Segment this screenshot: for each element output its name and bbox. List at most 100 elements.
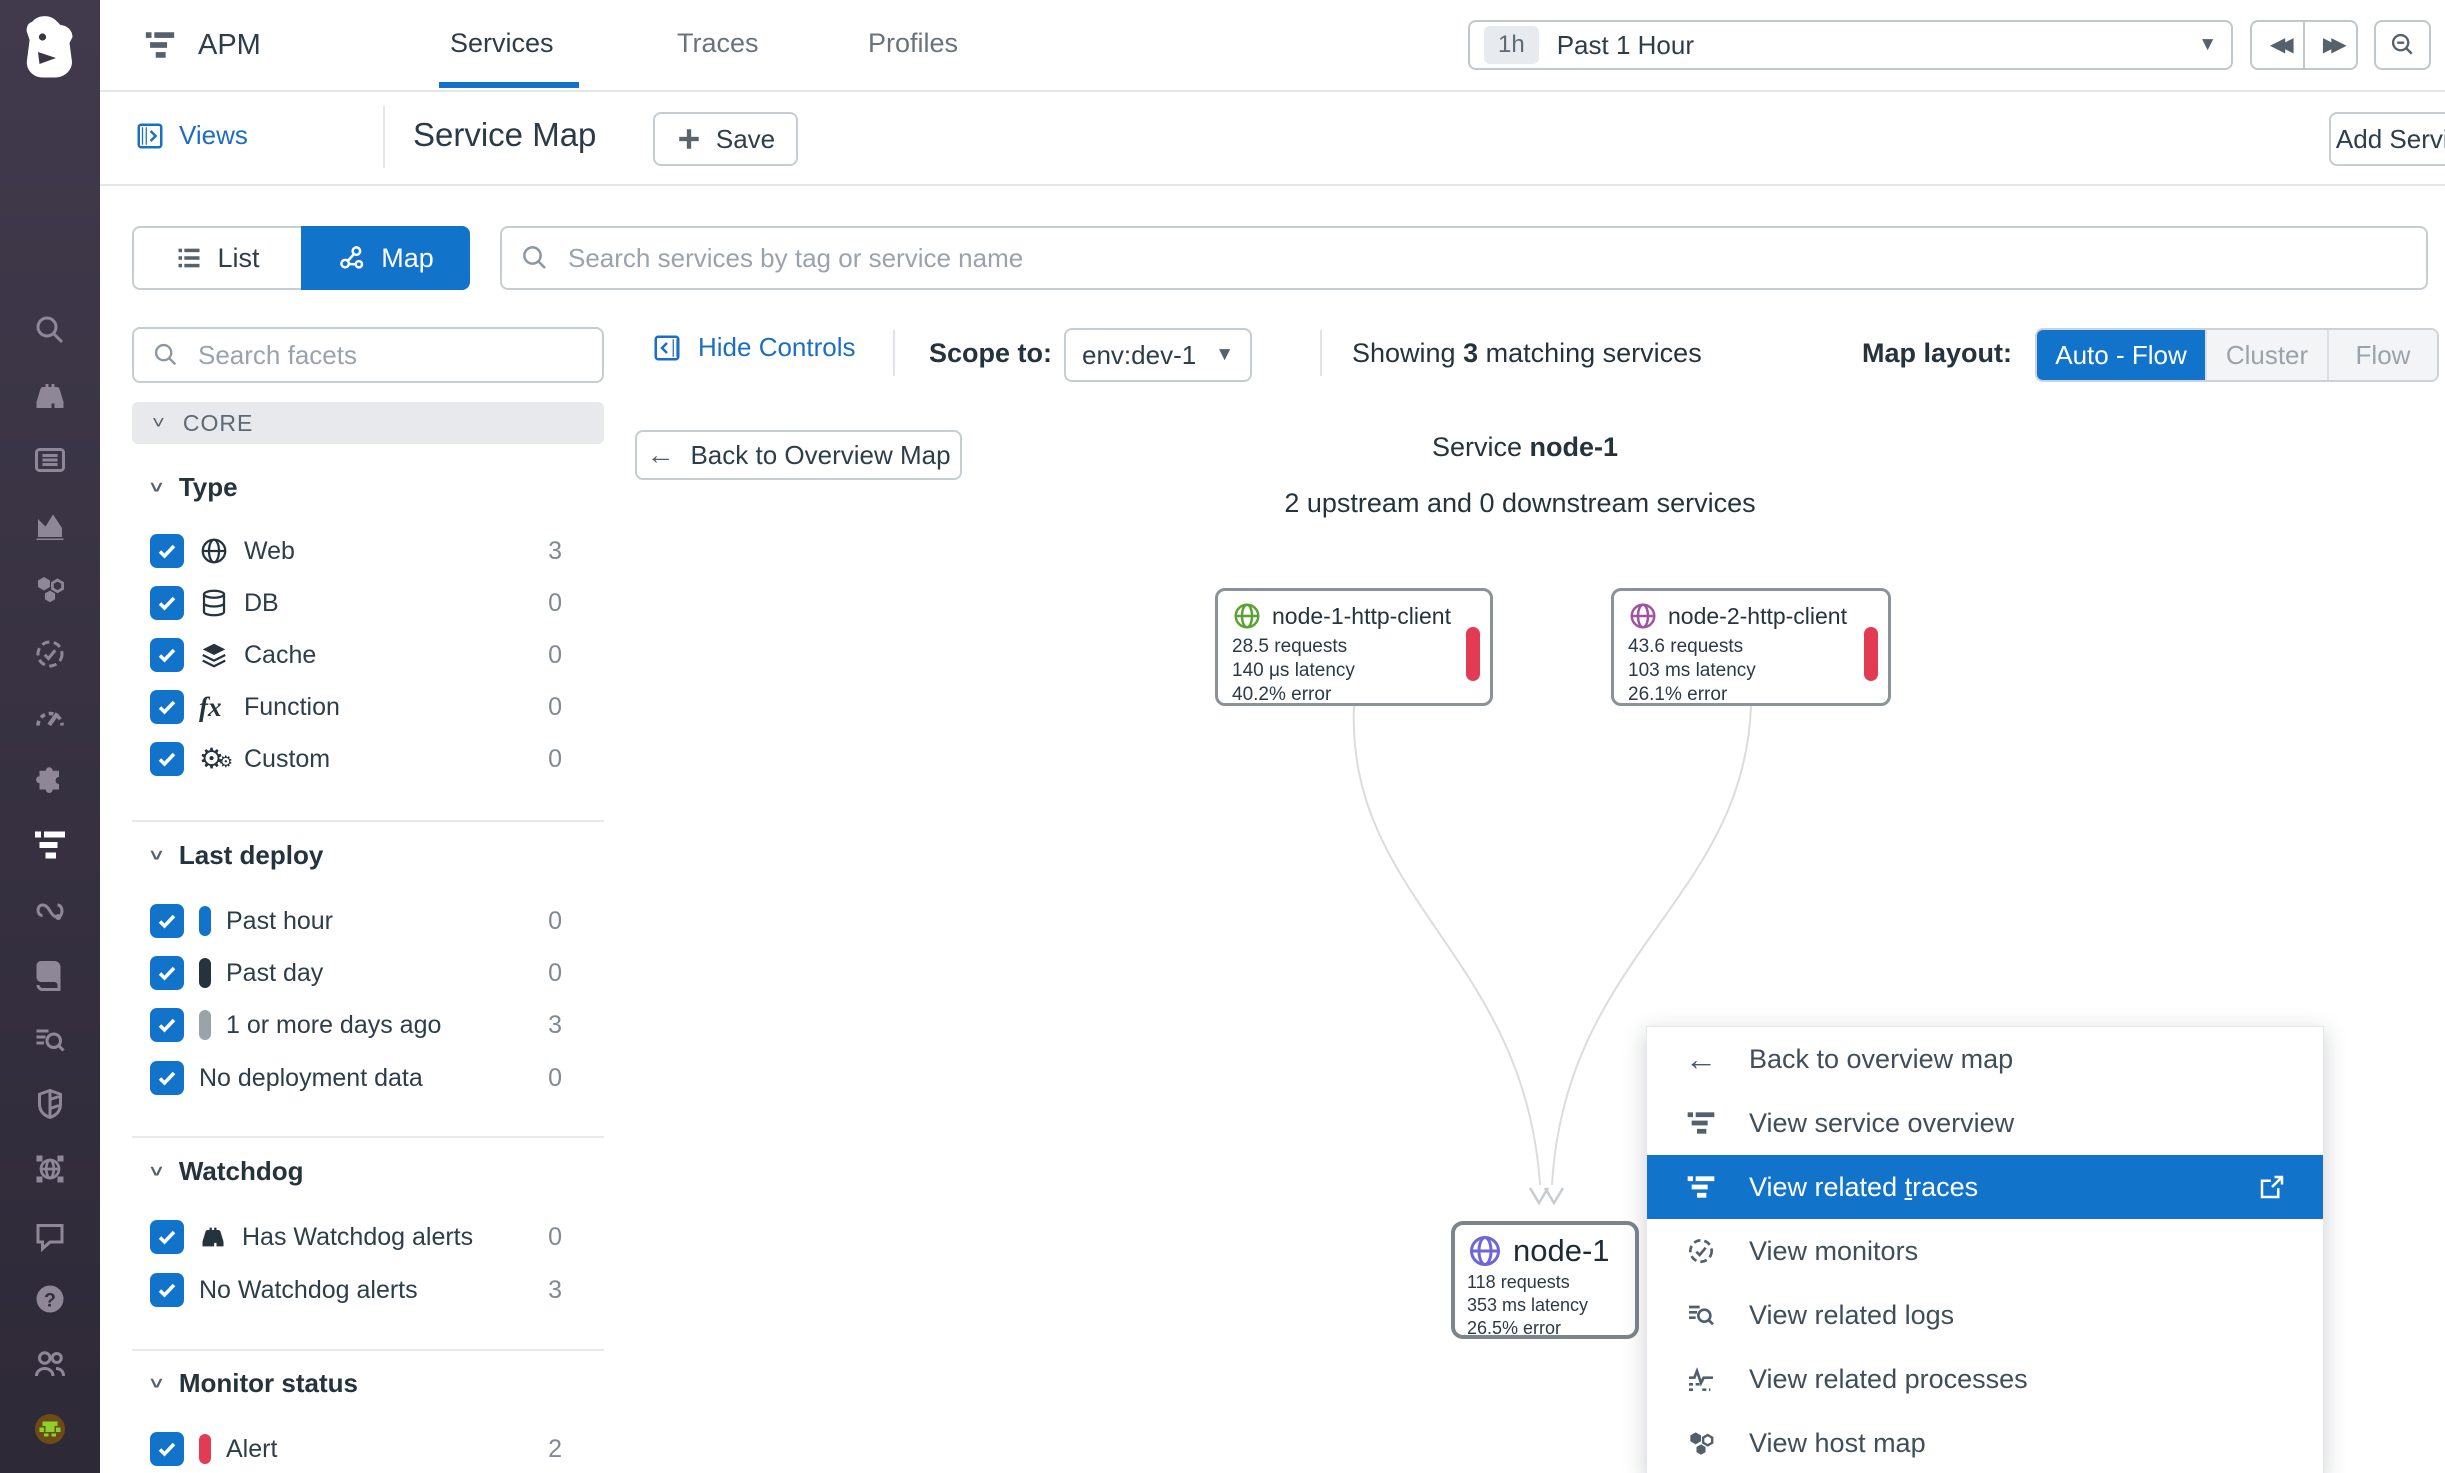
- layout-auto-flow-button[interactable]: Auto - Flow: [2037, 330, 2205, 380]
- menu-item-view-host-map[interactable]: View host map: [1647, 1411, 2323, 1473]
- scope-label: Scope to:: [929, 338, 1053, 368]
- processes-icon: [1683, 1361, 1719, 1397]
- checkbox-checked[interactable]: [150, 586, 184, 620]
- node-context-menu: ← Back to overview map View service over…: [1646, 1026, 2324, 1473]
- menu-item-view-related-processes[interactable]: View related processes: [1647, 1347, 2323, 1411]
- save-button[interactable]: Save: [653, 112, 798, 166]
- facet-search-input[interactable]: [196, 338, 584, 372]
- map-toggle-button[interactable]: Map: [301, 226, 470, 290]
- checkbox-checked[interactable]: [150, 534, 184, 568]
- apm-bars-icon: [140, 28, 180, 62]
- layout-cluster-button[interactable]: Cluster: [2205, 330, 2327, 380]
- checkbox-checked[interactable]: [150, 690, 184, 724]
- menu-item-view-related-logs[interactable]: View related logs: [1647, 1283, 2323, 1347]
- facet-search[interactable]: [132, 327, 604, 383]
- synthetics-icon[interactable]: [26, 887, 74, 935]
- facet-label: No Watchdog alerts: [199, 1275, 418, 1304]
- checkbox-checked[interactable]: [150, 1273, 184, 1307]
- zoom-out-button[interactable]: [2374, 20, 2431, 70]
- facet-section-watchdog[interactable]: ˅ Watchdog: [150, 1156, 304, 1187]
- divider: [132, 1349, 604, 1351]
- facet-row-has-watchdog[interactable]: Has Watchdog alerts 0: [150, 1215, 584, 1259]
- time-range-picker[interactable]: 1h Past 1 Hour ▼: [1468, 20, 2233, 70]
- views-button[interactable]: Views: [135, 120, 248, 151]
- node-latency: 103 ms latency: [1628, 660, 1756, 681]
- tab-services[interactable]: Services: [450, 28, 554, 58]
- time-forward-button[interactable]: ▶▶: [2322, 34, 2347, 56]
- list-toggle-button[interactable]: List: [132, 226, 301, 290]
- facet-row-no-watchdog[interactable]: No Watchdog alerts 3: [150, 1268, 584, 1312]
- facet-row-alert[interactable]: Alert 2: [150, 1427, 584, 1471]
- node-name: node-2-http-client: [1668, 602, 1847, 629]
- menu-item-label: View related logs: [1749, 1299, 1955, 1330]
- checkbox-checked[interactable]: [150, 742, 184, 776]
- facet-count: 3: [548, 1010, 562, 1039]
- map-layout-segmented: Auto - Flow Cluster Flow: [2035, 328, 2439, 382]
- facet-row-cache[interactable]: Cache 0: [150, 633, 584, 677]
- layout-flow-button[interactable]: Flow: [2327, 330, 2437, 380]
- service-node-node-2-http-client[interactable]: node-2-http-client 43.6 requests 103 ms …: [1611, 588, 1891, 706]
- facet-row-past-hour[interactable]: Past hour 0: [150, 899, 584, 943]
- security-icon[interactable]: [26, 1080, 74, 1128]
- add-service-button[interactable]: Add Service →: [2329, 112, 2445, 166]
- user-avatar[interactable]: [26, 1405, 74, 1453]
- watchdog-icon[interactable]: [26, 372, 74, 420]
- tab-traces[interactable]: Traces: [677, 28, 759, 58]
- facet-label: Function: [244, 692, 340, 721]
- service-search[interactable]: [500, 226, 2428, 290]
- menu-item-label: View related processes: [1749, 1363, 2028, 1394]
- network-icon[interactable]: [26, 1145, 74, 1193]
- checkbox-checked[interactable]: [150, 1008, 184, 1042]
- facet-section-monitor-status[interactable]: ˅ Monitor status: [150, 1368, 358, 1399]
- apm-icon[interactable]: [26, 821, 74, 869]
- service-node-node-1-selected[interactable]: node-1 118 requests 353 ms latency 26.5%…: [1451, 1221, 1639, 1339]
- integrations-icon[interactable]: [26, 758, 74, 806]
- service-search-input[interactable]: [566, 241, 2408, 275]
- checkbox-checked[interactable]: [150, 1061, 184, 1095]
- organization-icon[interactable]: [26, 1340, 74, 1388]
- checkbox-checked[interactable]: [150, 956, 184, 990]
- hide-controls-button[interactable]: Hide Controls: [652, 332, 856, 363]
- checkbox-checked[interactable]: [150, 1220, 184, 1254]
- notebooks-icon[interactable]: [26, 952, 74, 1000]
- menu-item-view-monitors[interactable]: View monitors: [1647, 1219, 2323, 1283]
- checkbox-checked[interactable]: [150, 904, 184, 938]
- apm-label: APM: [198, 28, 261, 61]
- core-section-header[interactable]: ˅ CORE: [132, 402, 604, 444]
- dashboards-icon[interactable]: [26, 694, 74, 742]
- feedback-icon[interactable]: [26, 1212, 74, 1260]
- facet-label: Has Watchdog alerts: [242, 1222, 474, 1251]
- search-icon[interactable]: [26, 306, 74, 354]
- events-icon[interactable]: [26, 436, 74, 484]
- metrics-icon[interactable]: [26, 501, 74, 549]
- facet-section-type[interactable]: ˅ Type: [150, 472, 238, 503]
- service-node-node-1-http-client[interactable]: node-1-http-client 28.5 requests 140 μs …: [1215, 588, 1493, 706]
- back-to-overview-button[interactable]: ← Back to Overview Map: [635, 430, 962, 480]
- monitors-icon[interactable]: [26, 630, 74, 678]
- facet-row-no-deploy-data[interactable]: No deployment data 0: [150, 1056, 584, 1100]
- globe-icon: [201, 538, 227, 564]
- facet-section-last-deploy[interactable]: ˅ Last deploy: [150, 840, 323, 871]
- facet-row-function[interactable]: fx Function 0: [150, 685, 584, 729]
- facet-row-custom[interactable]: ⚙⚙ Custom 0: [150, 737, 584, 781]
- facet-row-web[interactable]: Web 3: [150, 529, 584, 573]
- facet-row-older-deploy[interactable]: 1 or more days ago 3: [150, 1003, 584, 1047]
- infrastructure-icon[interactable]: [26, 565, 74, 613]
- scope-dropdown[interactable]: env:dev-1 ▼: [1064, 328, 1252, 382]
- tab-profiles[interactable]: Profiles: [868, 28, 959, 58]
- left-nav-rail: ?: [0, 0, 100, 1473]
- menu-item-view-service-overview[interactable]: View service overview: [1647, 1091, 2323, 1155]
- checkbox-checked[interactable]: [150, 1432, 184, 1466]
- menu-item-view-related-traces[interactable]: View related traces: [1647, 1155, 2323, 1219]
- facet-row-db[interactable]: DB 0: [150, 581, 584, 625]
- checkbox-checked[interactable]: [150, 638, 184, 672]
- time-back-button[interactable]: ◀◀: [2252, 22, 2305, 68]
- deploy-recent-icon: [199, 906, 211, 936]
- menu-item-back-to-overview[interactable]: ← Back to overview map: [1647, 1027, 2323, 1091]
- facet-row-past-day[interactable]: Past day 0: [150, 951, 584, 995]
- logs-icon[interactable]: [26, 1016, 74, 1064]
- help-icon[interactable]: ?: [26, 1275, 74, 1323]
- datadog-logo-icon[interactable]: [14, 10, 86, 80]
- apm-home[interactable]: APM: [140, 22, 261, 68]
